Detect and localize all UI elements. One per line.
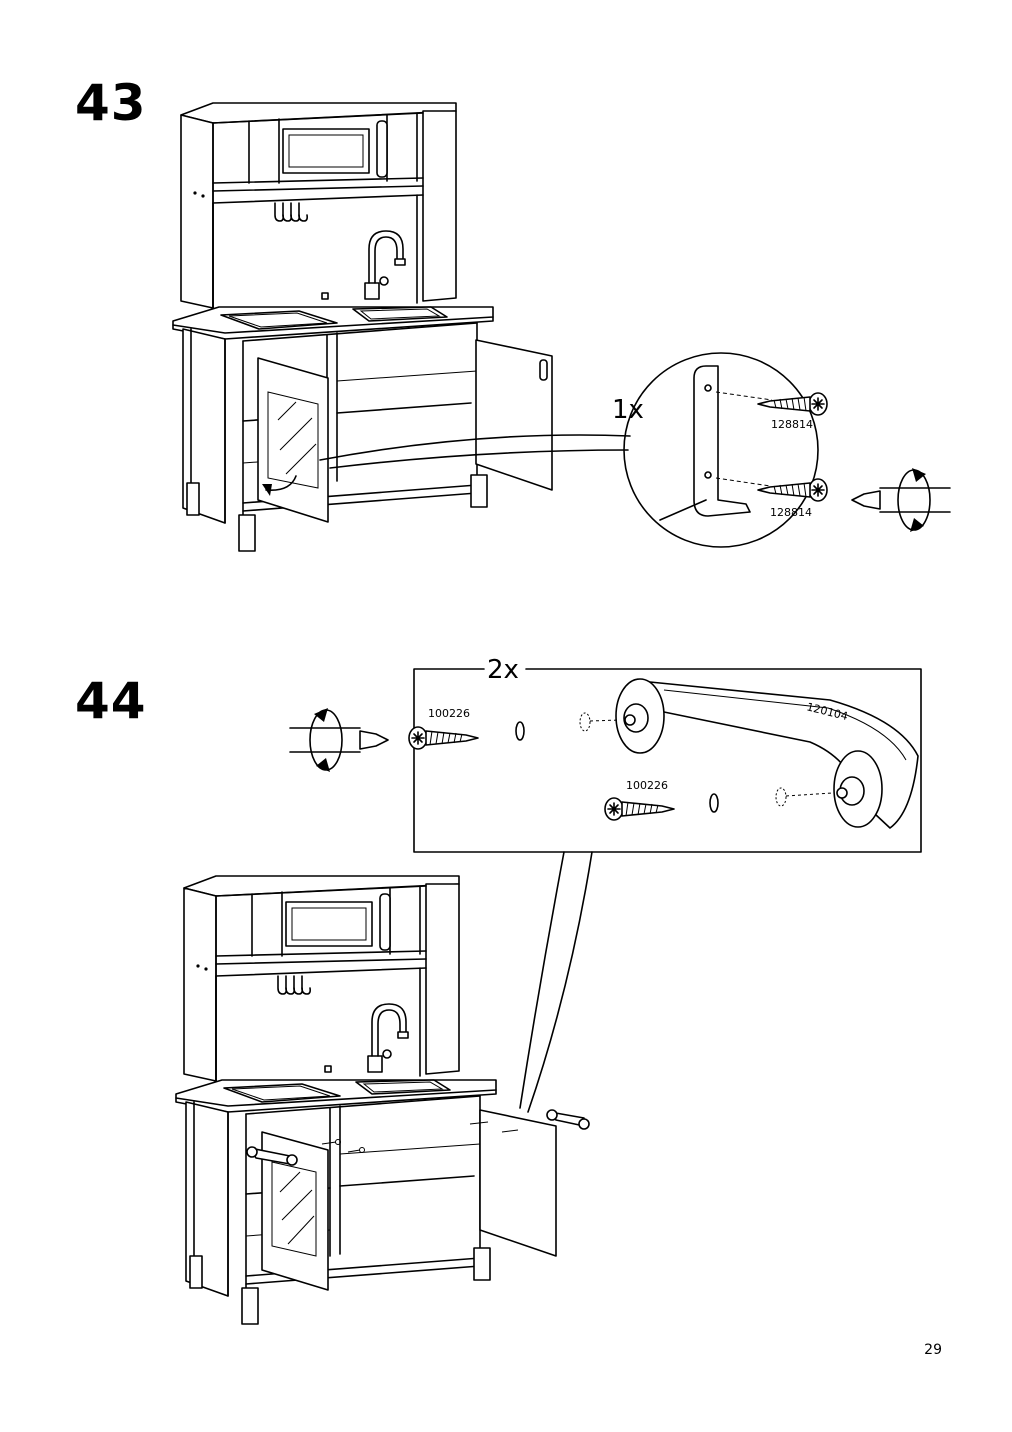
cabinet-door-left [261,1131,329,1291]
part-number-label: 100226 [626,779,668,792]
quantity-label: 1x [612,395,644,425]
part-number-label: 128814 [770,506,812,519]
screwdriver-icon [289,707,389,773]
step-44-illustration: 2x 100226 100226 120104 [175,655,922,1325]
screw-icon [408,726,479,750]
step-number-44: 44 [75,672,147,730]
step-43-illustration: 1x 128814 128814 [172,102,951,552]
oven-door [257,357,329,523]
part-number-label: 100226 [428,707,470,720]
screw-icon [757,392,828,416]
handle-icon [615,678,919,829]
cabinet-door-right [479,1109,557,1257]
screwdriver-icon [851,467,951,533]
screw-icon [604,797,675,821]
part-number-label: 128814 [771,418,813,431]
screw-icon [757,478,828,502]
detail-box [413,668,922,853]
detail-callout-circle [623,352,819,548]
page-number: 29 [924,1342,942,1358]
step-number-43: 43 [75,74,147,132]
quantity-label: 2x [487,655,519,685]
